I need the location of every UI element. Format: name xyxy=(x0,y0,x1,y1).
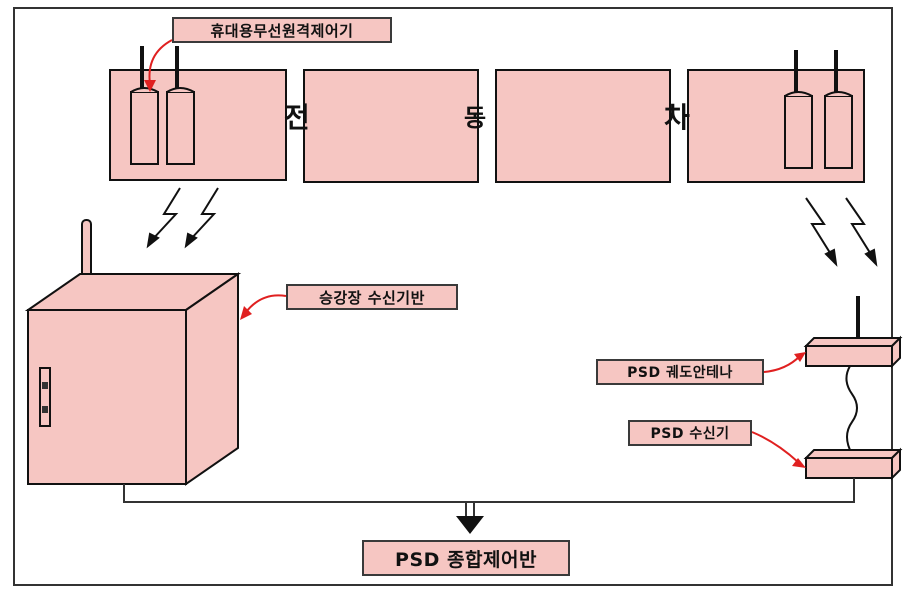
train-car-2 xyxy=(303,69,479,183)
remote-controller xyxy=(166,91,195,165)
connection-lines xyxy=(123,478,855,516)
psd-receiver-body xyxy=(805,457,893,479)
outer-frame xyxy=(13,7,893,586)
wireless-signal-left xyxy=(146,187,219,249)
remote-controller xyxy=(784,95,813,169)
cabinet-handle xyxy=(39,367,51,427)
remote-callout-arrow xyxy=(144,39,173,92)
remote-controllers-left xyxy=(130,46,195,165)
track-antenna-device xyxy=(803,296,903,369)
down-arrow-to-panel xyxy=(456,516,484,534)
receiver-callout-arrow xyxy=(240,294,287,320)
train-car-3 xyxy=(495,69,671,183)
antenna-cable xyxy=(845,365,858,455)
psd-control-panel-label: PSD 종합제어반 xyxy=(362,540,570,576)
train-label-char-3: 차 xyxy=(664,101,690,134)
track-antenna-body xyxy=(805,345,893,367)
cabinet-front xyxy=(27,309,187,485)
remote-controller-label: 휴대용무선원격제어기 xyxy=(172,17,392,43)
antenna-callout-arrow xyxy=(763,352,806,373)
train-label-char-1: 전 xyxy=(284,101,310,134)
psd-receiver-device xyxy=(803,447,903,481)
psd-receiver-label: PSD 수신기 xyxy=(628,420,752,446)
psd-receiver-callout-arrow xyxy=(751,431,806,468)
remote-controller xyxy=(824,95,853,169)
remote-controller xyxy=(130,91,159,165)
train-label-char-2: 동 xyxy=(464,104,487,132)
remote-controllers-right xyxy=(784,50,853,169)
wireless-signal-right xyxy=(805,197,878,267)
train xyxy=(109,69,865,183)
platform-receiver-label: 승강장 수신기반 xyxy=(286,284,458,310)
track-antenna-label: PSD 궤도안테나 xyxy=(596,359,764,385)
platform-receiver-cabinet xyxy=(24,219,242,486)
